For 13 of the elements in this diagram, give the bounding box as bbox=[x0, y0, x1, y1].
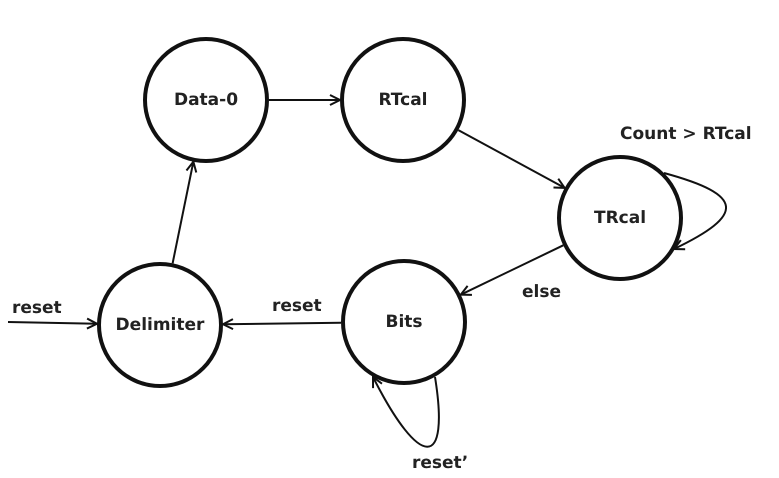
arrow bbox=[372, 376, 440, 448]
state-name: Delimiter bbox=[116, 315, 204, 335]
state-name: Data-0 bbox=[174, 90, 238, 110]
state-name: Bits bbox=[385, 312, 423, 332]
state-name: TRcal bbox=[594, 208, 646, 228]
state-name: RTcal bbox=[378, 90, 428, 110]
arrow bbox=[460, 244, 564, 296]
arrow bbox=[222, 318, 342, 330]
arrow bbox=[458, 129, 566, 189]
arrow bbox=[269, 94, 341, 106]
arrow bbox=[664, 172, 727, 250]
arrow bbox=[8, 318, 98, 330]
arrow bbox=[172, 160, 198, 264]
